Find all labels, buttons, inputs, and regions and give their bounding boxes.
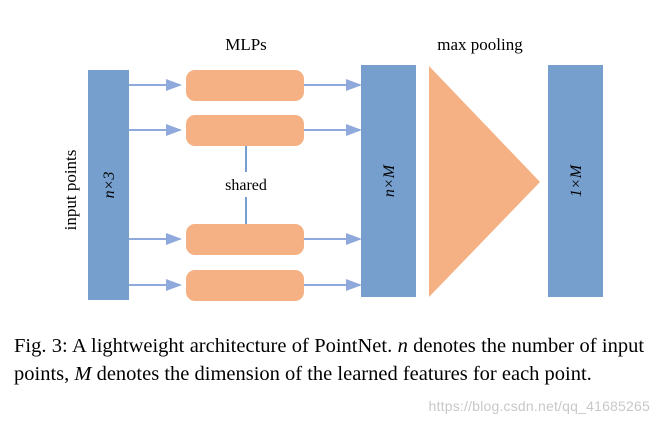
max-pooling-triangle	[429, 66, 540, 297]
shared-label: shared	[225, 177, 267, 194]
max-pooling-label: max pooling	[437, 35, 523, 54]
caption-text-3: denotes the dimension of the learned fea…	[96, 363, 592, 385]
mlp-box-3	[186, 224, 304, 255]
mlp-box-1	[186, 70, 304, 101]
pooled-feature-block	[548, 65, 603, 297]
mlps-label: MLPs	[225, 35, 267, 54]
caption-text-1: A lightweight architecture of PointNet.	[71, 335, 393, 357]
watermark: https://blog.csdn.net/qq_41685265	[428, 398, 650, 414]
pooled-feature-block-label: 1×M	[568, 163, 585, 197]
figure-caption: Fig. 3: A lightweight architecture of Po…	[14, 332, 644, 388]
mlp-box-2	[186, 115, 304, 146]
input-points-label: input points	[61, 150, 80, 231]
caption-fig-label: Fig. 3:	[14, 335, 68, 357]
caption-var-n: n	[397, 335, 408, 357]
pointnet-architecture-diagram: MLPs max pooling input points n×3 shared…	[61, 35, 603, 301]
caption-text-2: denotes the number of input points,	[14, 335, 645, 385]
input-block	[88, 70, 129, 300]
input-block-label: n×3	[101, 172, 118, 199]
mlp-box-4	[186, 270, 304, 301]
feature-block-label: n×M	[381, 163, 398, 197]
caption-var-m: M	[74, 363, 92, 385]
feature-block	[361, 65, 416, 297]
